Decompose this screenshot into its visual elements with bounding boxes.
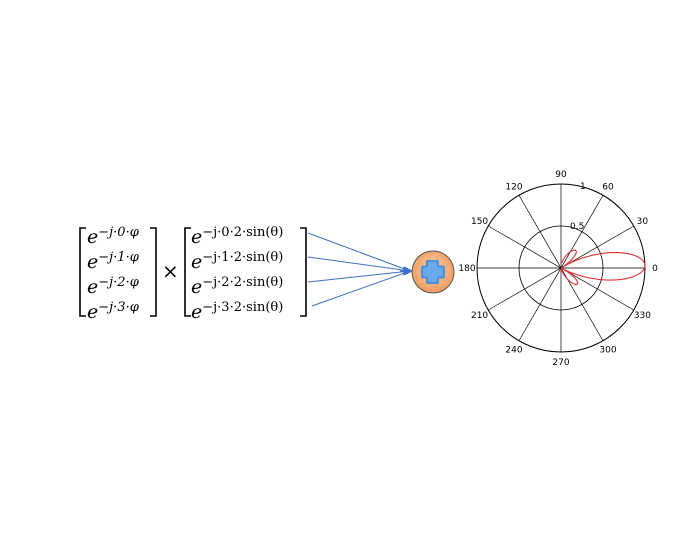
right-vector-row: e−j·1·2·sin(θ): [191, 250, 283, 273]
left-vector-row: e−j·1·φ: [87, 250, 140, 273]
angle-label-0: 0: [652, 264, 658, 274]
plus-icon: [421, 260, 445, 284]
summation-arrows: [307, 232, 414, 307]
left-vector-row: e−j·0·φ: [87, 225, 140, 248]
right-vector-row: e−j·0·2·sin(θ): [191, 225, 283, 248]
arrow: [307, 232, 411, 272]
polar-spokes: [477, 184, 645, 352]
left-vector-bracket-open: [79, 227, 86, 317]
polar-spoke: [488, 225, 634, 311]
left-vector-row: e−j·2·φ: [87, 275, 140, 298]
summation-node: [411, 250, 455, 294]
left-vector-bracket-close: [150, 227, 157, 317]
right-vector-row: e−j·3·2·sin(θ): [191, 300, 283, 323]
arrow: [311, 270, 411, 307]
radiation-pattern-curve: [560, 249, 646, 285]
angle-label-120: 120: [505, 183, 522, 193]
angle-label-150: 150: [471, 217, 488, 227]
angle-label-90: 90: [555, 170, 567, 180]
arrow: [307, 256, 411, 272]
polar-plot: 0 30 60 90 120 150 180 210 240 270 300 330 0.5 1: [458, 170, 658, 368]
right-vector-row: e−j·2·2·sin(θ): [191, 275, 283, 298]
left-vector: e−j·0·φ e−j·1·φ e−j·2·φ e−j·3·φ: [79, 225, 157, 323]
angle-label-330: 330: [634, 311, 651, 321]
right-vector-bracket-close: [300, 227, 307, 317]
arrow: [307, 270, 411, 283]
angle-label-210: 210: [471, 311, 488, 321]
radial-label-1: 1: [580, 182, 586, 192]
radial-label-0.5: 0.5: [570, 222, 584, 232]
polar-angle-labels: 0 30 60 90 120 150 180 210 240 270 300 330: [458, 170, 658, 368]
angle-label-300: 300: [599, 345, 616, 355]
right-vector: e−j·0·2·sin(θ) e−j·1·2·sin(θ) e−j·2·2·si…: [184, 225, 307, 323]
angle-label-180: 180: [458, 264, 475, 274]
multiply-operator: ×: [162, 259, 179, 283]
angle-label-60: 60: [602, 183, 614, 193]
angle-label-270: 270: [552, 358, 569, 368]
angle-label-30: 30: [637, 217, 649, 227]
right-vector-bracket-open: [184, 227, 191, 317]
left-vector-row: e−j·3·φ: [87, 300, 140, 323]
angle-label-240: 240: [505, 345, 522, 355]
